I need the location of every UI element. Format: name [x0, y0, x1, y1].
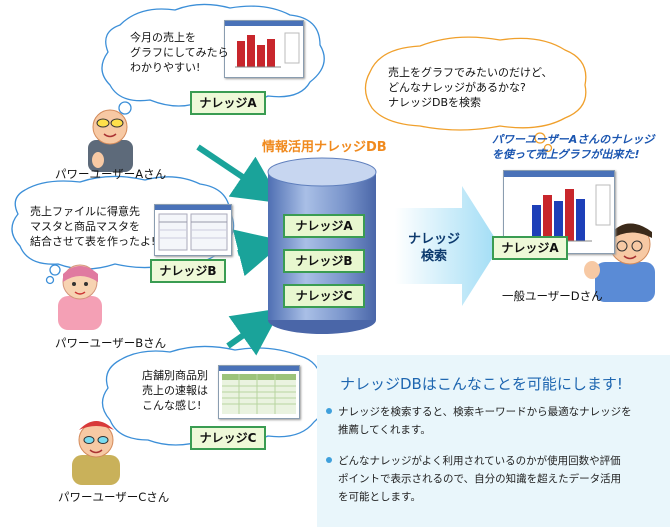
info-bullet-text: どんなナレッジがよく利用されているのかが使用回数や評価 ポイントで表示されるので… — [338, 455, 622, 503]
user-c-figure — [72, 421, 120, 485]
db-item-a: ナレッジA — [283, 214, 365, 238]
thought-bubble-d — [364, 36, 587, 153]
db-title: 情報活用ナレッジDB — [262, 140, 387, 155]
user-b-name: パワーユーザーBさん — [55, 336, 167, 350]
user-b-figure — [58, 264, 102, 330]
bubble-text-a: 今月の売上を グラフにしてみたら わかりやすい! — [130, 31, 229, 74]
table-thumbnail-b — [154, 204, 232, 256]
arrow-b-to-db — [232, 229, 286, 277]
arrow-a-to-db — [196, 144, 282, 204]
user-a-name: パワーユーザーAさん — [55, 167, 167, 181]
search-arrow — [395, 186, 500, 306]
knowledge-label-b: ナレッジB — [150, 259, 226, 283]
db-item-b: ナレッジB — [283, 249, 365, 273]
bullet-dot-icon — [326, 408, 332, 414]
chart-thumbnail-a — [224, 20, 304, 78]
user-d-name: 一般ユーザーDさん — [502, 289, 603, 303]
info-title: ナレッジDBはこんなことを可能にします! — [340, 375, 623, 393]
info-bullet-2: どんなナレッジがよく利用されているのかが使用回数や評価 ポイントで表示されるので… — [326, 452, 661, 506]
user-d-figure — [584, 223, 655, 302]
result-text: パワーユーザーAさんのナレッジ を使って売上グラフが出来た! — [492, 133, 655, 161]
arrow-c-to-db — [226, 308, 282, 356]
info-bullet-1: ナレッジを検索すると、検索キーワードから最適なナレッジを 推薦してくれます。 — [326, 403, 661, 439]
bullet-dot-icon — [326, 457, 332, 463]
knowledge-label-a: ナレッジA — [190, 91, 266, 115]
user-a-figure — [88, 109, 133, 172]
bubble-text-b: 売上ファイルに得意先 マスタと商品マスタを 結合させて表を作ったよ! — [30, 205, 156, 248]
info-panel — [317, 355, 670, 527]
table-thumbnail-c — [218, 365, 300, 419]
knowledge-label-d: ナレッジA — [492, 236, 568, 260]
info-bullet-text: ナレッジを検索すると、検索キーワードから最適なナレッジを 推薦してくれます。 — [338, 406, 632, 436]
search-label: ナレッジ 検索 — [407, 232, 460, 264]
knowledge-label-c: ナレッジC — [190, 426, 266, 450]
bubble-text-c: 店舗別商品別 売上の速報は こんな感じ! — [142, 369, 208, 412]
db-item-c: ナレッジC — [283, 284, 365, 308]
bubble-text-d: 売上をグラフでみたいのだけど、 どんなナレッジがあるかな? ナレッジDBを検索 — [388, 66, 553, 109]
user-c-name: パワーユーザーCさん — [58, 490, 170, 504]
